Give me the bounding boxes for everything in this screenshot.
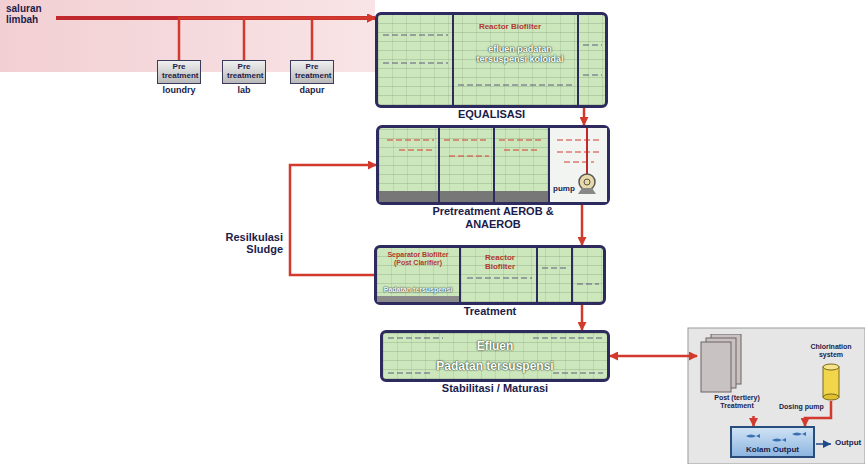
pretreatment-tank: pumpPretreatment AEROB & ANAEROB: [376, 125, 610, 205]
edge-label: Resilkulasi Sludge: [208, 230, 284, 256]
node-heading: loundry: [163, 85, 196, 95]
node-text: Pre treatment: [295, 63, 329, 81]
flow-arrow: [752, 416, 755, 426]
note-label: Dosing pump: [779, 403, 824, 411]
node-text: Efluen: [383, 340, 607, 353]
node-text: Reactor Biofilter: [478, 23, 542, 32]
node-text: Chlorination system: [800, 343, 862, 358]
separator-compartment: Separator Biofilter (Post Clarifier) Pada…: [377, 248, 461, 302]
node-text: Separator Biofilter (Post Clarifier): [380, 251, 456, 266]
stabilisation-tank: EfluenPadatan tersuspensiStabilitasi / M…: [380, 330, 610, 382]
node-heading: lab: [237, 85, 250, 95]
node-text: efluen padatan tersuspensi koloidal: [470, 45, 570, 65]
flow-arrow: [583, 108, 586, 125]
node-text: Padatan tersuspensi: [383, 360, 607, 373]
treatment-tank: TreatmentSeparator Biofilter (Post Clari…: [374, 245, 606, 305]
output-arrow: [816, 443, 831, 445]
node-heading: Treatment: [464, 305, 517, 318]
chlorination-unit: Chlorination system: [800, 343, 862, 401]
node-text: Pre treatment: [162, 63, 196, 81]
tertiary-panel: [688, 328, 865, 464]
node-text: Padatan tersuspensi: [380, 286, 456, 294]
note-label: saluran limbah: [6, 3, 54, 25]
tertiary-filter: Post (tertiery) Treatment: [697, 334, 777, 416]
tank-detail: [697, 334, 777, 394]
reactor-compartment: Reactor Biofilter: [461, 248, 603, 302]
node-heading: dapur: [299, 85, 324, 95]
pretreatment-box: Pre treatmentlab: [222, 60, 266, 84]
flow-arrow: [244, 18, 375, 60]
flow-arrow: [179, 18, 375, 60]
note-label: Output: [835, 439, 861, 448]
pretreatment-box: Pre treatmentloundry: [157, 60, 201, 84]
node-text: Pre treatment: [227, 63, 261, 81]
flow-arrow: [581, 205, 584, 245]
pretreatment-box: Pre treatmentdapur: [290, 60, 334, 84]
node-text: pump: [553, 185, 575, 194]
flow-arrow: [290, 165, 376, 275]
flow-arrow: [312, 18, 375, 60]
node-text: Post (tertiery) Treatment: [697, 394, 777, 409]
output-pond: Kolam Output: [730, 426, 815, 458]
node-text: Reactor Biofilter: [469, 254, 531, 272]
node-text: Kolam Output: [732, 446, 813, 455]
equalisation-tank: Reactor Biofilter efluen padatan tersuspe…: [375, 12, 608, 108]
node-heading: EQUALISASI: [458, 108, 525, 121]
flow-arrow: [610, 355, 697, 358]
node-heading: Stabilitasi / Maturasi: [442, 382, 548, 395]
node-heading: Pretreatment AEROB & ANAEROB: [413, 205, 573, 230]
flow-arrow: [581, 305, 584, 330]
